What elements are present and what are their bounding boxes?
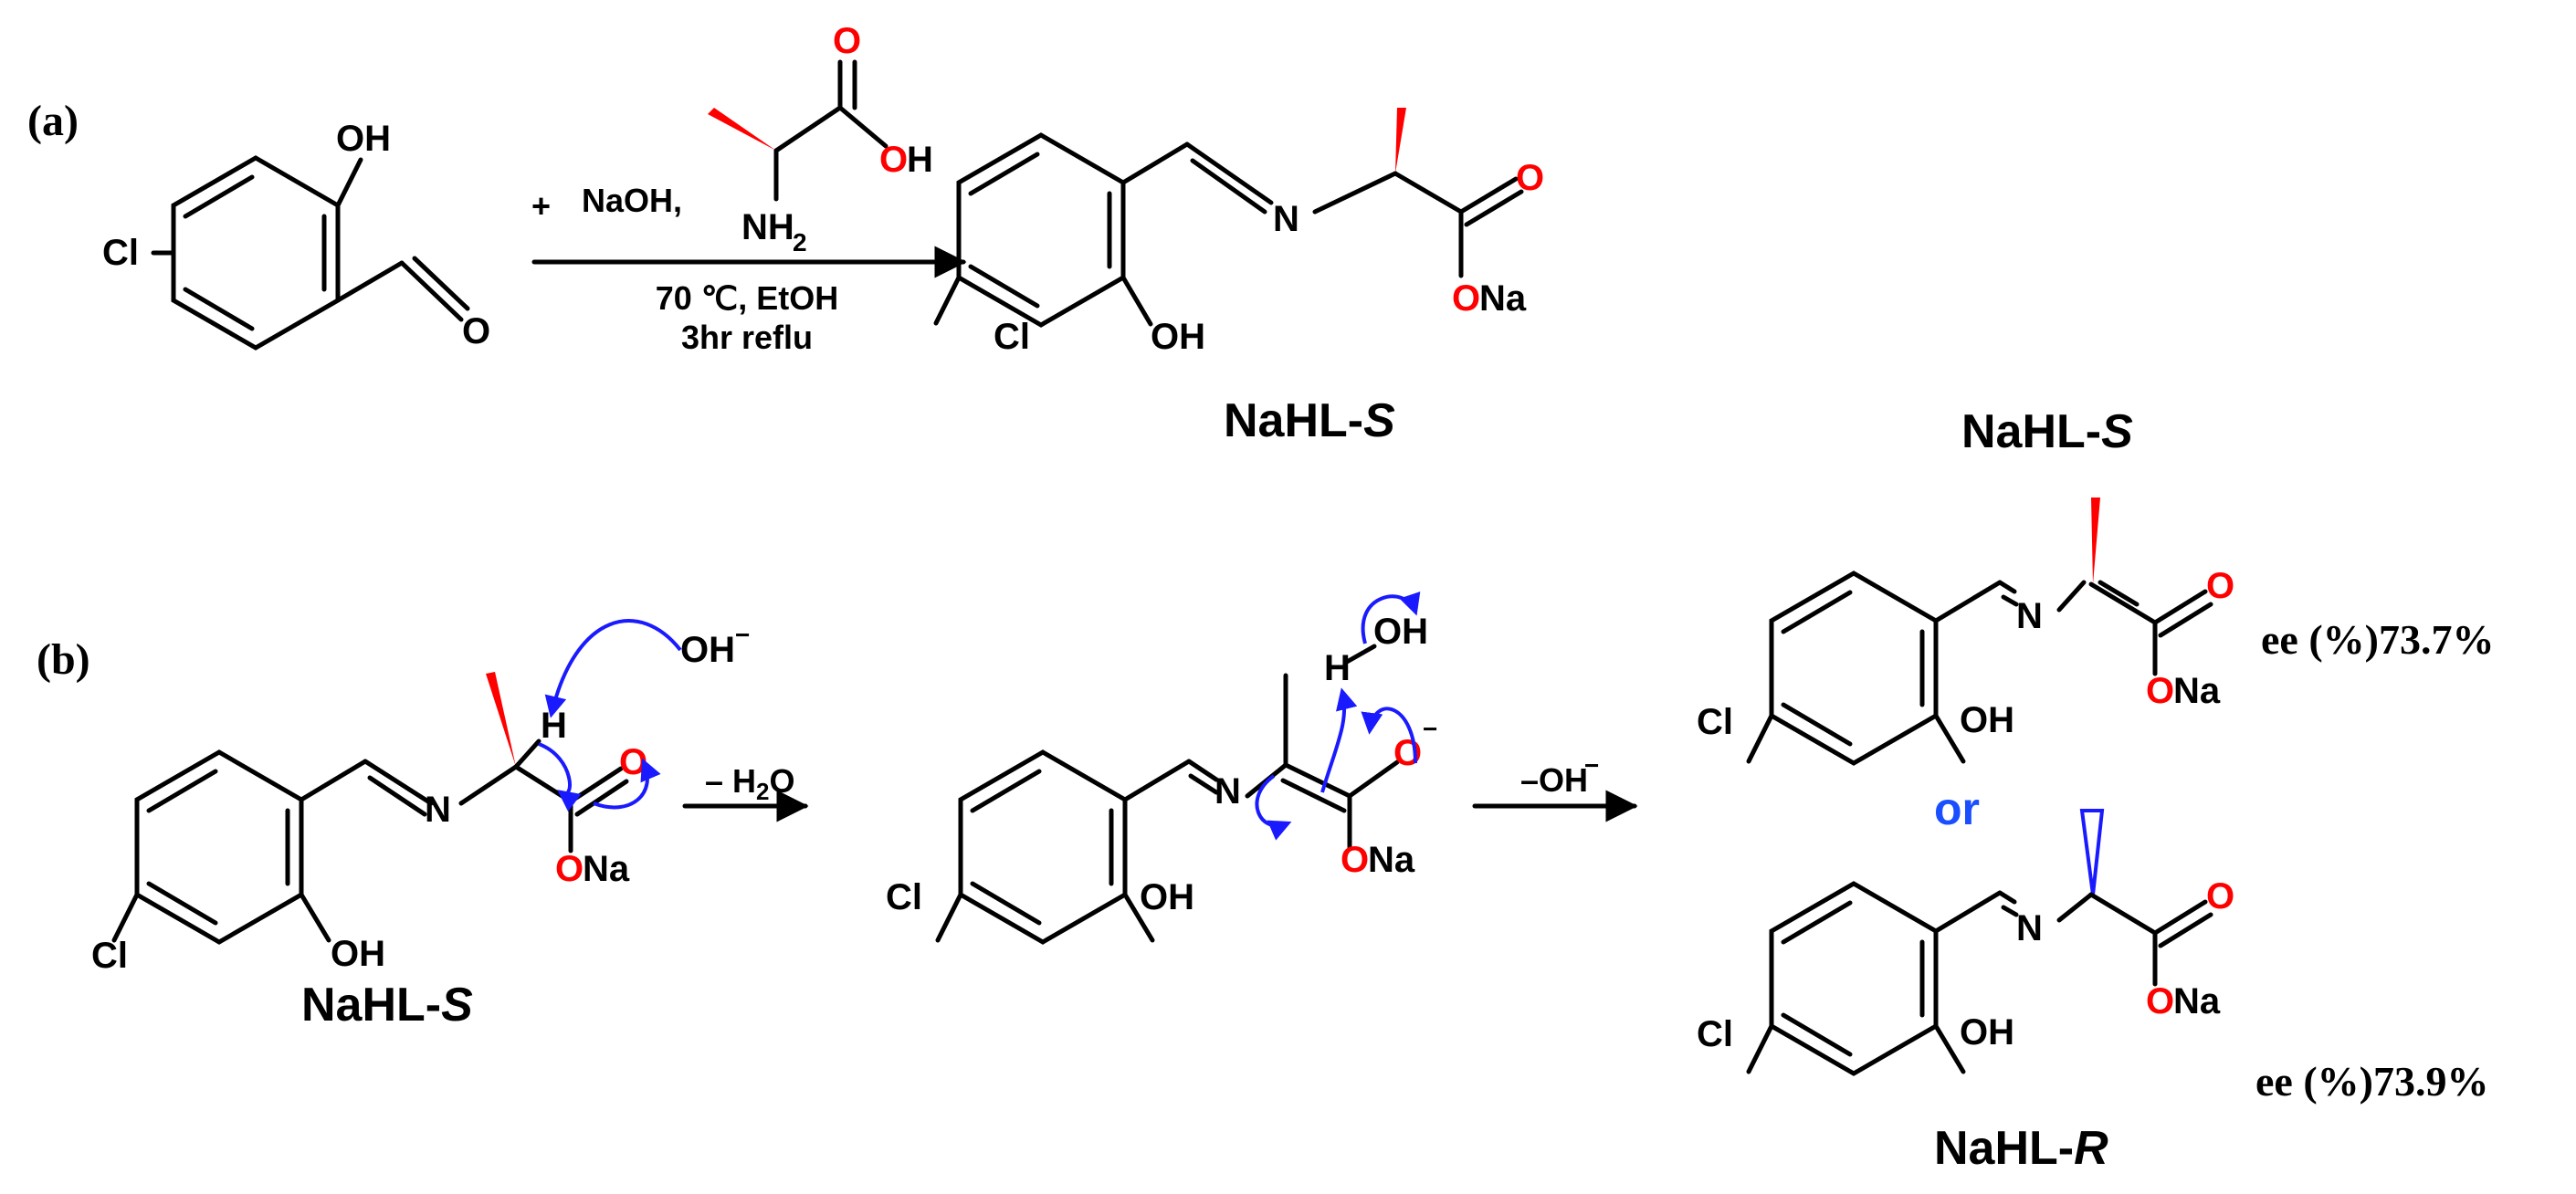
- atom-cl: Cl: [994, 317, 1030, 357]
- molecule-nahl-s-right: [1746, 498, 2213, 766]
- curved-arrow: [1361, 707, 1417, 764]
- atom-o: O: [2146, 981, 2174, 1021]
- atom-o: O: [2146, 671, 2174, 711]
- atom-h: H: [907, 140, 933, 180]
- molecule-enolate-intermediate: [935, 673, 1400, 945]
- plus-sign: +: [531, 187, 551, 225]
- panel-label-a: (a): [27, 97, 79, 145]
- curved-arrow: [593, 758, 661, 810]
- atom-o: O: [2206, 566, 2234, 606]
- panel-label-b: (b): [37, 635, 90, 684]
- atom-na: Na: [2173, 671, 2221, 711]
- atom-oh: OH: [331, 934, 385, 974]
- atom-o: O: [555, 849, 584, 889]
- atom-oh: OH: [1151, 317, 1205, 357]
- atom-n: N: [2016, 908, 2043, 948]
- atom-oh: OH: [1140, 877, 1194, 917]
- curved-arrow: [1361, 591, 1421, 644]
- curved-arrow: [544, 619, 682, 718]
- atom-o: O: [2206, 876, 2234, 916]
- atom-oh: OH: [1960, 700, 2014, 740]
- atom-cl: Cl: [1697, 1014, 1733, 1054]
- condition-water-loss: – H2O: [705, 762, 795, 805]
- wedge-bond: [708, 108, 776, 151]
- compound-name-nahl-r: NaHL-R: [1934, 1122, 2108, 1175]
- atom-o: O: [1452, 278, 1480, 319]
- compound-name-nahl-s: NaHL-S: [1961, 405, 2133, 458]
- molecule-nahl-r-right: [1746, 809, 2213, 1076]
- atom-charge: −: [1423, 715, 1437, 743]
- atom-cl: Cl: [1697, 702, 1733, 742]
- atom-o: O: [1393, 733, 1422, 773]
- atom-h: H: [1324, 648, 1351, 688]
- compound-name-nahl-s: NaHL-S: [1224, 394, 1395, 447]
- condition-hydroxide-loss: –OH: [1520, 761, 1588, 799]
- atom-na: Na: [583, 849, 630, 889]
- atom-o: O: [1516, 158, 1544, 198]
- atom-oh: OH: [336, 119, 391, 159]
- atom-na: Na: [2173, 981, 2221, 1021]
- or-label: or: [1934, 783, 1980, 834]
- atom-cl: Cl: [91, 936, 128, 976]
- molecule-nahl-s-product: [933, 108, 1524, 328]
- hashed-wedge-bond: [2079, 809, 2105, 896]
- ee-value-r: ee (%)73.9%: [2255, 1058, 2488, 1105]
- atom-n: N: [1214, 771, 1241, 812]
- atom-oh-minus: OH: [680, 630, 735, 670]
- atom-subscript: 2: [793, 228, 807, 257]
- atom-na: Na: [1368, 840, 1415, 880]
- curved-arrow: [1320, 687, 1358, 793]
- atom-o: O: [833, 21, 861, 61]
- ee-value-s: ee (%)73.7%: [2261, 616, 2494, 663]
- bond-h-o: [1344, 644, 1377, 665]
- atom-oh: OH: [1373, 612, 1428, 652]
- atom-oh: OH: [1960, 1012, 2014, 1053]
- atom-cl: Cl: [886, 877, 922, 917]
- molecule-alanine: [708, 59, 888, 202]
- condition-time: 3hr reflu: [681, 319, 813, 356]
- condition-temperature: 70 ℃, EtOH: [656, 279, 838, 317]
- atom-o: O: [462, 311, 490, 351]
- wedge-bond: [1395, 108, 1406, 173]
- reagent-naoh: NaOH,: [582, 182, 682, 219]
- atom-cl: Cl: [102, 233, 139, 273]
- curved-arrow: [538, 742, 582, 812]
- atom-n: N: [1273, 199, 1299, 239]
- compound-name-nahl-s: NaHL-S: [301, 979, 473, 1032]
- atom-o: O: [1341, 840, 1369, 880]
- atom-n: N: [2016, 596, 2043, 636]
- wedge-bond: [2091, 498, 2100, 584]
- atom-nh: NH: [741, 207, 794, 247]
- atom-o: O: [619, 742, 647, 782]
- molecule-nahl-s-start: [111, 672, 629, 945]
- atom-charge: −: [1584, 751, 1599, 780]
- atom-na: Na: [1479, 278, 1527, 319]
- molecule-chlorosalicylaldehyde: [151, 155, 470, 351]
- atom-o: O: [879, 140, 908, 180]
- atom-charge: −: [735, 621, 750, 649]
- wedge-bond: [486, 672, 516, 767]
- curved-arrow: [1255, 774, 1292, 841]
- atom-n: N: [425, 790, 451, 830]
